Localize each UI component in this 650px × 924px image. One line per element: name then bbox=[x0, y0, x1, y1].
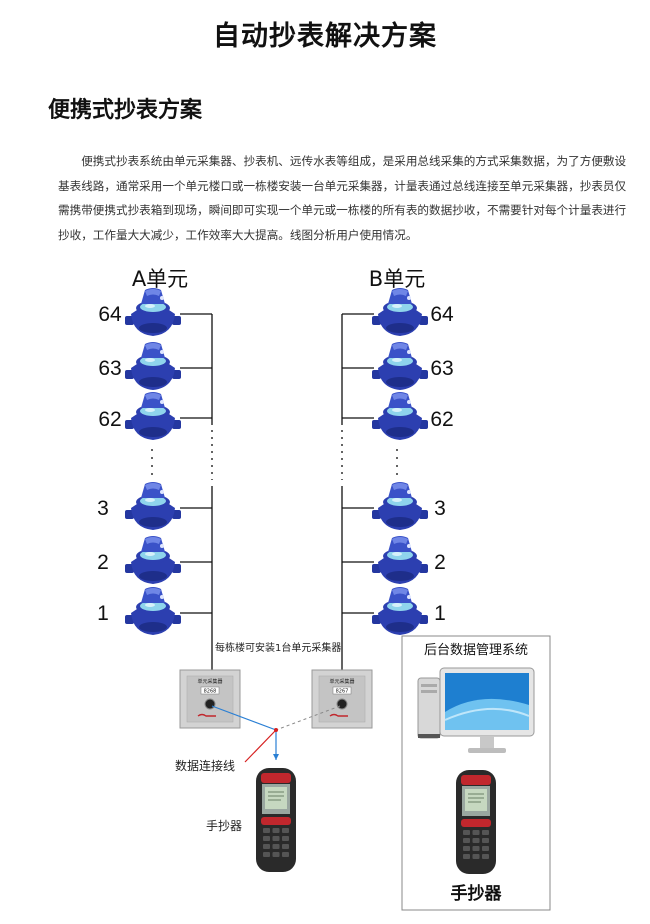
meter-number: 2 bbox=[434, 551, 446, 574]
page-title: 自动抄表解决方案 bbox=[213, 21, 437, 52]
collector-b-code: 8267 bbox=[336, 689, 349, 695]
water-meter-icon bbox=[372, 587, 428, 635]
unit-b-meter-list: 64 63 62 3 2 1 bbox=[372, 288, 454, 635]
water-meter-icon bbox=[372, 342, 428, 390]
meter-number: 2 bbox=[97, 551, 109, 574]
collector-a: 单元采集器 8268 bbox=[179, 669, 241, 729]
meter-number: 3 bbox=[434, 497, 446, 520]
collector-note: 每栋楼可安装1台单元采集器 bbox=[215, 641, 341, 654]
handheld-label: 手抄器 bbox=[206, 819, 242, 833]
data-line-label: 数据连接线 bbox=[175, 758, 235, 773]
monitor-icon bbox=[439, 667, 535, 753]
meter-number: 62 bbox=[98, 408, 121, 431]
meter-number: 63 bbox=[430, 357, 453, 380]
unit-a-bus-wire bbox=[180, 313, 213, 670]
unit-b-bus-wire bbox=[341, 313, 374, 670]
meter-number: 62 bbox=[430, 408, 453, 431]
meter-number: 3 bbox=[97, 497, 109, 520]
water-meter-icon bbox=[125, 482, 181, 530]
collector-b-title: 单元采集器 bbox=[329, 678, 354, 685]
water-meter-icon bbox=[125, 392, 181, 440]
collector-b: 单元采集器 8267 bbox=[311, 669, 373, 729]
meter-number: 64 bbox=[430, 303, 454, 326]
backend-system-box: 后台数据管理系统 手抄器 bbox=[401, 635, 551, 911]
unit-b-label: B单元 bbox=[369, 267, 425, 291]
computer-tower-icon bbox=[417, 677, 441, 739]
collector-a-title: 单元采集器 bbox=[197, 678, 222, 685]
unit-a-meter-list: 64 63 62 3 2 1 bbox=[97, 288, 181, 635]
meter-ellipsis-dots bbox=[151, 449, 398, 475]
backend-title: 后台数据管理系统 bbox=[424, 643, 528, 658]
handheld-reader-icon bbox=[255, 767, 297, 873]
water-meter-icon bbox=[372, 536, 428, 584]
backend-handheld-label: 手抄器 bbox=[451, 883, 503, 904]
water-meter-icon bbox=[372, 392, 428, 440]
water-meter-icon bbox=[125, 342, 181, 390]
water-meter-icon bbox=[125, 587, 181, 635]
water-meter-icon bbox=[372, 288, 428, 336]
meter-number: 64 bbox=[98, 303, 122, 326]
collector-a-code: 8268 bbox=[204, 689, 217, 695]
description-paragraph: 便携式抄表系统由单元采集器、抄表机、远传水表等组成，是采用总线采集的方式采集数据… bbox=[58, 154, 627, 242]
water-meter-icon bbox=[125, 288, 181, 336]
meter-number: 1 bbox=[434, 602, 446, 625]
data-connection-lines bbox=[211, 705, 341, 763]
section-title: 便携式抄表方案 bbox=[48, 98, 203, 123]
handheld-reader-icon bbox=[455, 769, 497, 875]
unit-a-label: A单元 bbox=[132, 267, 188, 291]
meter-number: 1 bbox=[97, 602, 109, 625]
water-meter-icon bbox=[372, 482, 428, 530]
meter-number: 63 bbox=[98, 357, 121, 380]
water-meter-icon bbox=[125, 536, 181, 584]
